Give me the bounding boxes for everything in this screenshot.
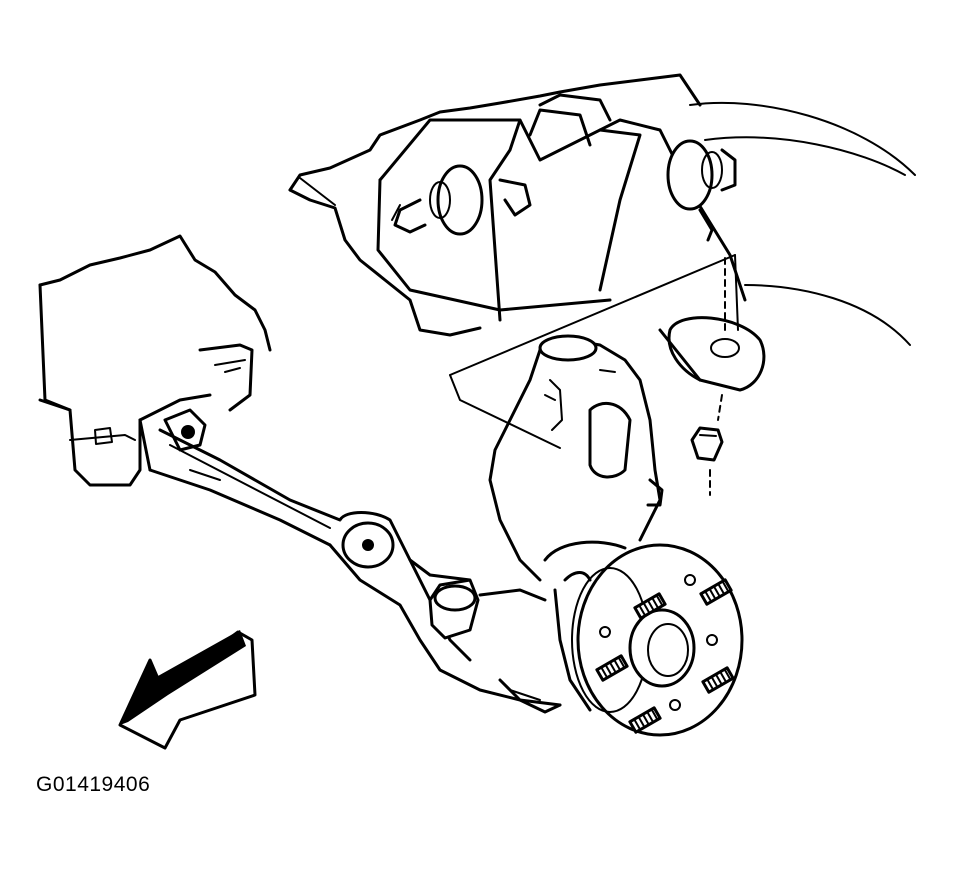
figure-id-label: G01419406 — [36, 773, 151, 796]
body-panel-outline — [689, 101, 916, 346]
lower-frame-rail — [38, 234, 272, 487]
upper-frame-rail — [288, 73, 702, 337]
wheel-hub — [543, 540, 744, 737]
front-arrow-icon — [118, 630, 257, 750]
wheel-studs — [595, 578, 735, 734]
lower-control-arm — [138, 408, 562, 714]
steering-knuckle — [488, 334, 664, 582]
ball-joint-nut — [690, 257, 726, 496]
upper-control-arm — [376, 93, 766, 392]
reference-plane-lines — [449, 254, 739, 449]
